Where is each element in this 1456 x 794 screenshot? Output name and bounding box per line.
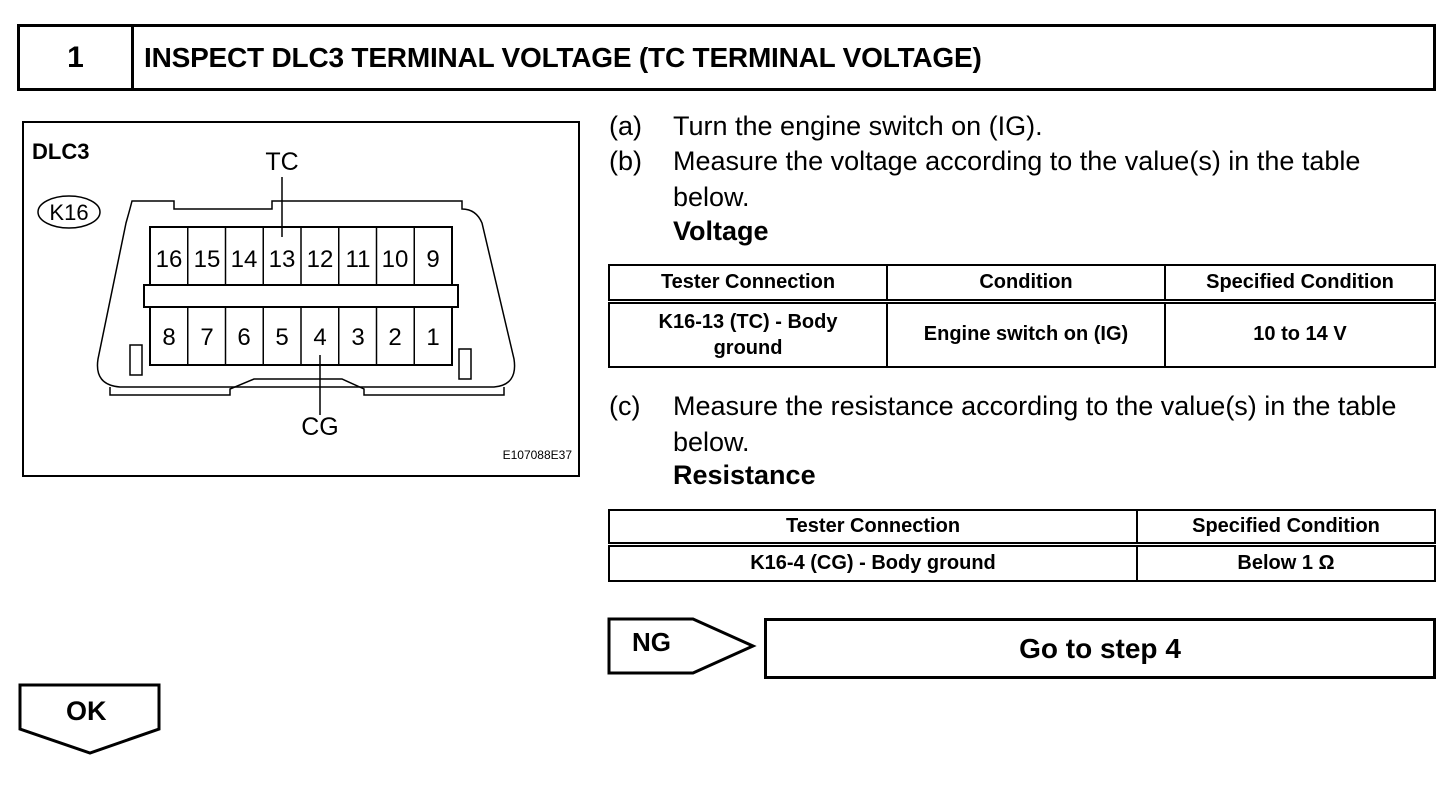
ng-arrow[interactable]: NG	[607, 617, 757, 675]
resistance-cell-spec: Below 1 Ω	[1136, 543, 1436, 582]
instruction-c-label: (c)	[609, 391, 641, 421]
table-row: K16-13 (TC) - Body ground Engine switch …	[608, 300, 1436, 368]
ng-label: NG	[632, 627, 671, 657]
pin-1: 1	[426, 324, 439, 351]
table-row: K16-4 (CG) - Body ground Below 1 Ω	[608, 543, 1436, 582]
connector-key	[109, 378, 505, 396]
pin-3: 3	[351, 324, 364, 351]
pin-14: 14	[231, 246, 258, 273]
go-to-step-box[interactable]: Go to step 4	[764, 618, 1436, 679]
connector-outline	[96, 200, 516, 388]
instruction-a-text: Turn the engine switch on (IG).	[673, 111, 1043, 141]
pin-10: 10	[382, 246, 409, 273]
pin-8: 8	[162, 324, 175, 351]
bottom-pin-row	[149, 306, 453, 366]
dlc3-connector-diagram: 16 15 14 13 12 11 10 9 8 7 6 5 4 3 2 1 D…	[22, 121, 580, 477]
voltage-heading: Voltage	[673, 216, 769, 246]
connector-name: DLC3	[32, 139, 89, 164]
voltage-table: Tester Connection Condition Specified Co…	[608, 264, 1436, 368]
pin-5: 5	[275, 324, 288, 351]
resistance-col-tester: Tester Connection	[608, 509, 1138, 547]
instruction-b-text: Measure the voltage according to the val…	[673, 146, 1361, 212]
ok-label: OK	[66, 696, 107, 726]
resistance-table: Tester Connection Specified Condition K1…	[608, 509, 1436, 582]
pin-11: 11	[346, 246, 371, 273]
ng-arrow-shape	[607, 617, 757, 675]
voltage-cell-spec: 10 to 14 V	[1164, 300, 1436, 368]
ok-arrow[interactable]: OK	[18, 683, 163, 755]
voltage-col-tester: Tester Connection	[608, 264, 888, 304]
resistance-col-spec: Specified Condition	[1136, 509, 1436, 547]
resistance-cell-tester: K16-4 (CG) - Body ground	[608, 543, 1138, 582]
pin-7: 7	[200, 324, 213, 351]
voltage-cell-tester: K16-13 (TC) - Body ground	[608, 300, 888, 368]
connector-code-badge	[37, 195, 101, 229]
voltage-cell-condition: Engine switch on (IG)	[886, 300, 1166, 368]
pin-13: 13	[269, 246, 296, 273]
step-header: 1 INSPECT DLC3 TERMINAL VOLTAGE (TC TERM…	[17, 24, 1436, 91]
resistance-heading: Resistance	[673, 460, 816, 490]
latch-left	[129, 344, 143, 376]
pin-4: 4	[313, 324, 326, 351]
ok-arrow-shape	[18, 683, 161, 755]
step-number: 1	[20, 27, 134, 88]
instruction-b-label: (b)	[609, 146, 642, 176]
pin-15: 15	[194, 246, 221, 273]
instruction-a-label: (a)	[609, 111, 642, 141]
voltage-col-spec: Specified Condition	[1164, 264, 1436, 304]
pin-2: 2	[388, 324, 401, 351]
tc-label: TC	[265, 148, 298, 176]
pin-12: 12	[307, 246, 334, 273]
connector-code: K16	[49, 200, 88, 225]
pin-6: 6	[237, 324, 250, 351]
figure-id: E107088E37	[503, 448, 573, 462]
voltage-col-condition: Condition	[886, 264, 1166, 304]
latch-right	[458, 348, 472, 380]
pin-16: 16	[156, 246, 183, 273]
instruction-c-text: Measure the resistance according to the …	[673, 391, 1397, 457]
connector-center-bar	[143, 284, 459, 308]
pin-9: 9	[426, 246, 439, 273]
cg-label: CG	[301, 413, 339, 441]
step-title: INSPECT DLC3 TERMINAL VOLTAGE (TC TERMIN…	[144, 41, 982, 73]
